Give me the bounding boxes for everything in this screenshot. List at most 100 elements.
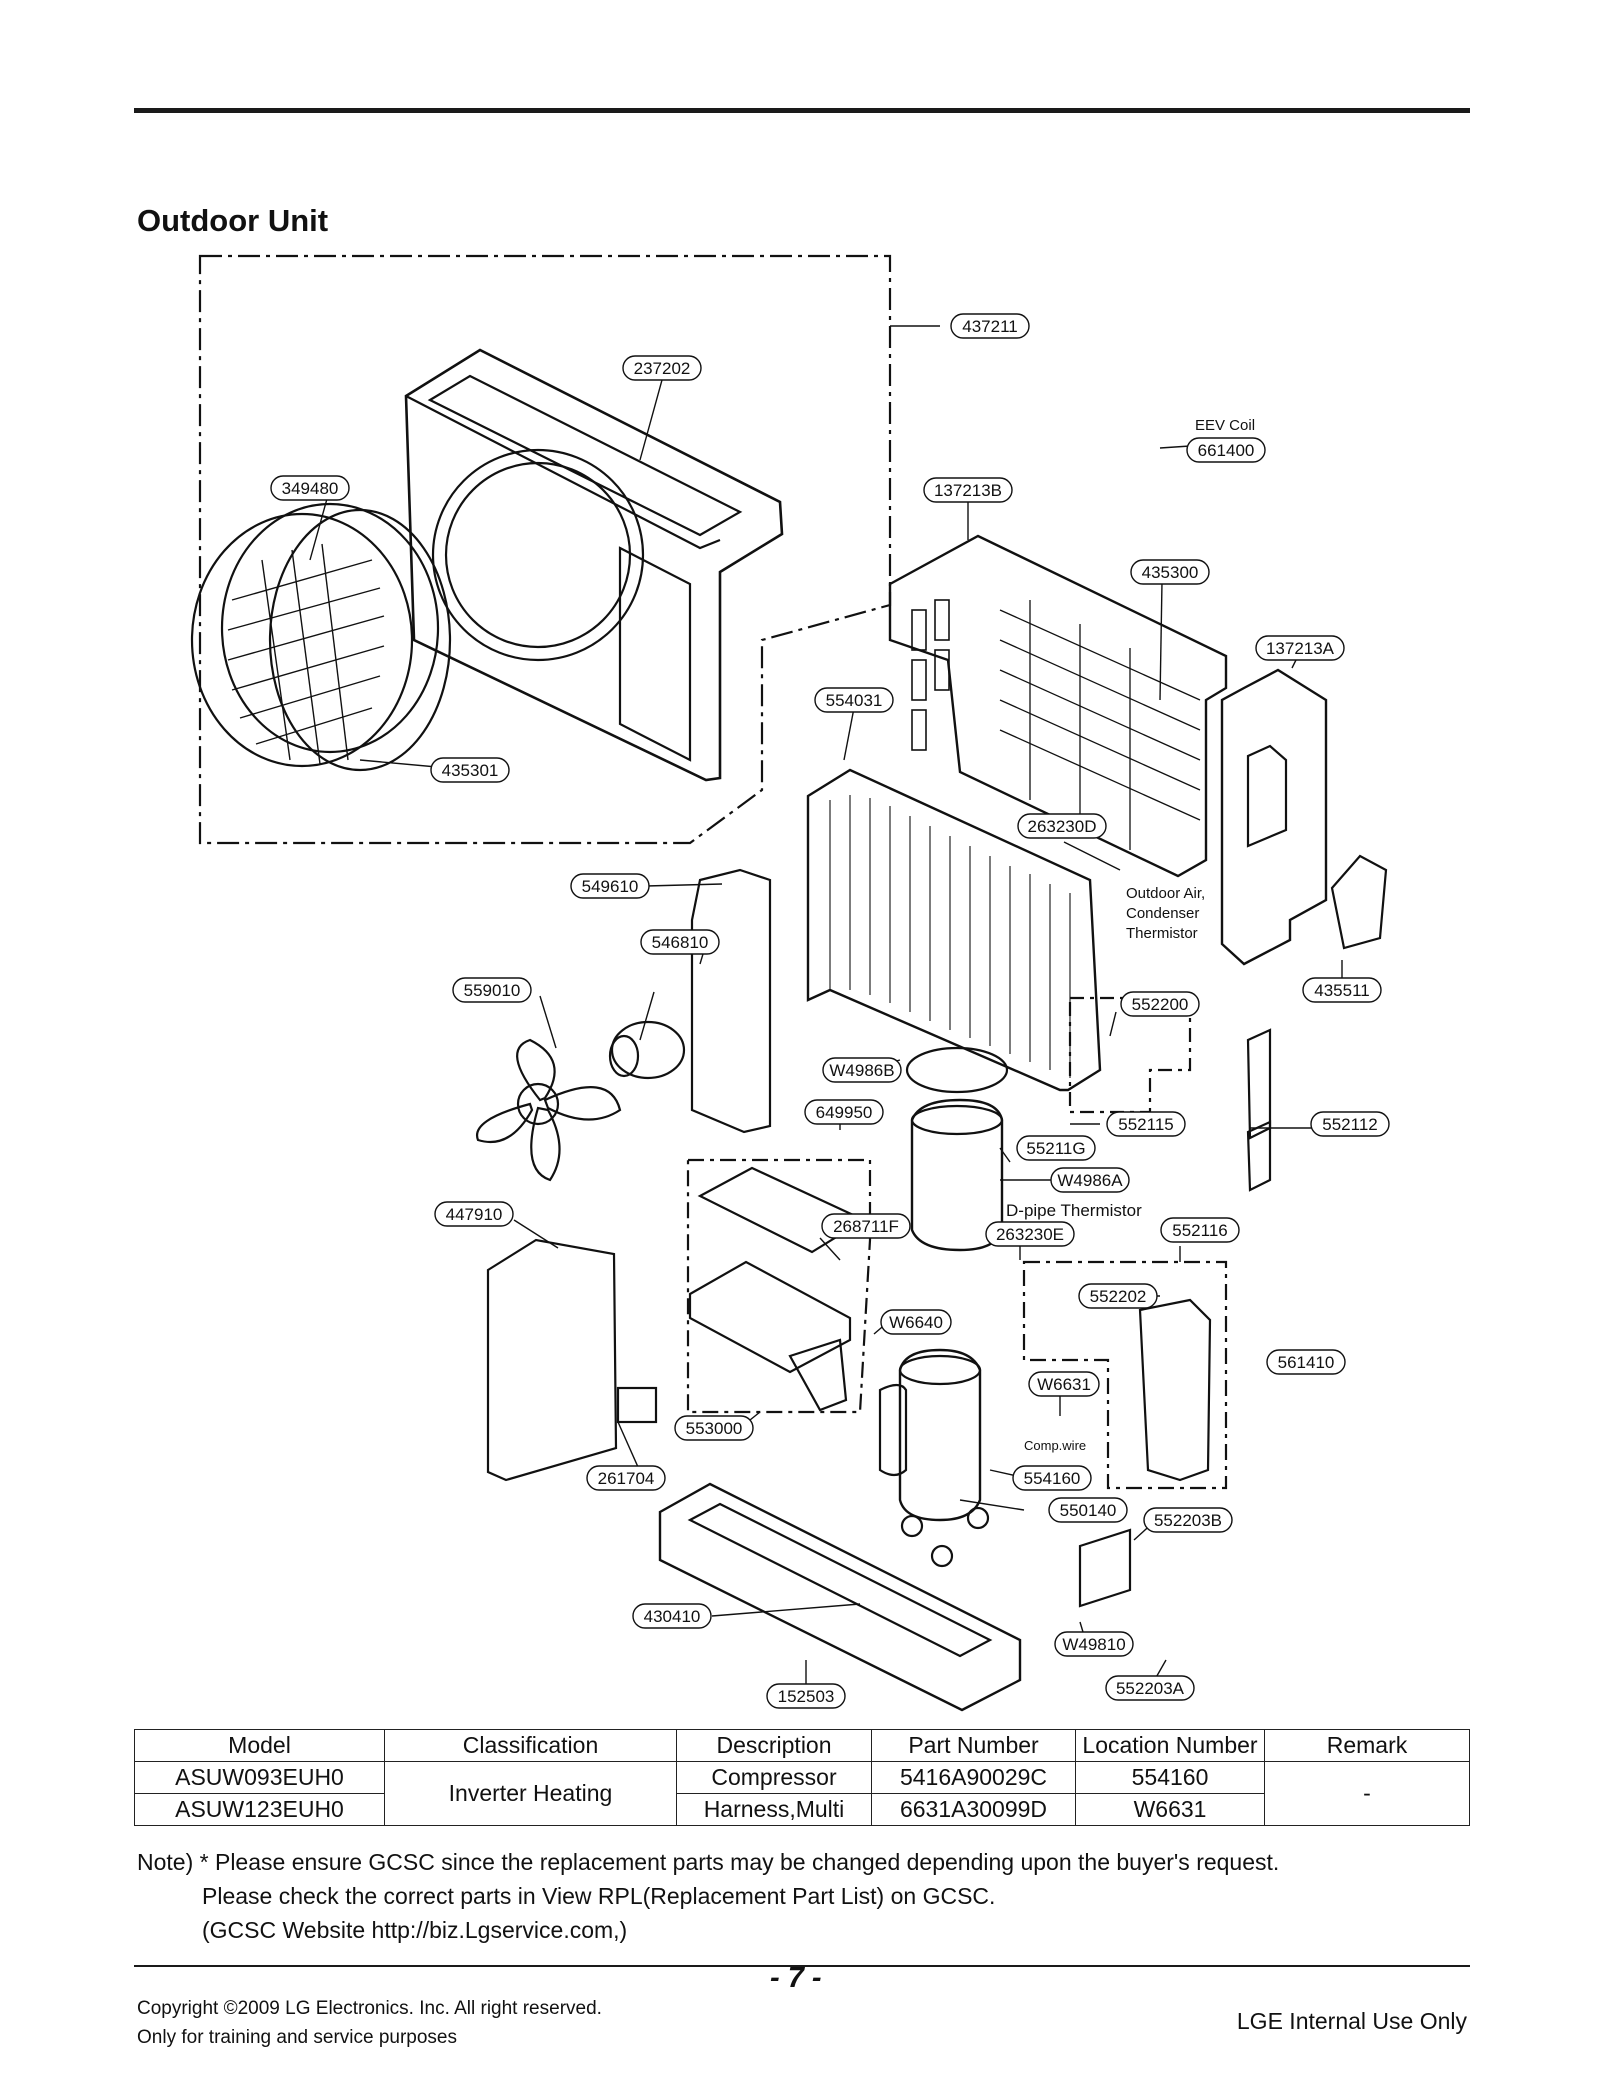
callout-label: 237202 [634,359,691,378]
thermistor-label-3: Thermistor [1126,925,1198,942]
callout-pill [923,477,1013,503]
callout-430410: 430410 [632,1603,712,1629]
callout-447910: 447910 [434,1201,514,1227]
callout-label: 552203A [1116,1679,1185,1698]
callout-label: 430410 [644,1607,701,1626]
callout-263230D: 263230D [1017,813,1107,839]
callout-561410: 561410 [1266,1349,1346,1375]
callout-label: 553000 [686,1419,743,1438]
callout-label: 549610 [582,877,639,896]
callout-pill [1255,635,1345,661]
callout-661400: 661400 [1186,437,1266,463]
callout-W6631: W6631 [1028,1371,1100,1397]
callout-pill [1028,1371,1100,1397]
comp-wire-label: Comp.wire [1024,1438,1086,1453]
exploded-parts-diagram: 437211 237202 349480 435301 137213B 661400 435… [190,254,1390,1712]
note-block: Note) * Please ensure GCSC since the rep… [137,1845,1279,1947]
note-line-2: Please check the correct parts in View R… [202,1883,996,1909]
callout-label: 554031 [826,691,883,710]
location-cell: W6631 [1075,1793,1265,1826]
callout-152503: 152503 [766,1683,846,1709]
callout-pill [1186,437,1266,463]
callout-437211: 437211 [950,313,1030,339]
callout-649950: 649950 [804,1099,884,1125]
note-line-3: (GCSC Website http://biz.Lgservice.com,) [202,1917,628,1943]
callout-pill [1016,1135,1096,1161]
callout-549610: 549610 [570,873,650,899]
note-line-1: Note) * Please ensure GCSC since the rep… [137,1849,1280,1875]
callout-pill [452,977,532,1003]
eev-coil-label: EEV Coil [1195,417,1255,434]
callout-label: 437211 [962,317,1017,336]
callout-label: W49810 [1062,1635,1125,1654]
section-title: Outdoor Unit [137,203,329,238]
callout-pill [1130,559,1210,585]
callout-pill [1310,1111,1390,1137]
model-cell: ASUW093EUH0 [134,1761,385,1794]
callout-pill [1017,813,1107,839]
page-number: - 7 - [770,1962,822,1994]
footer-copyright: Copyright ©2009 LG Electronics. Inc. All… [137,1994,602,2052]
callout-268711F: 268711F [821,1213,911,1239]
callout-554160: 554160 [1012,1465,1092,1491]
callout-pill [985,1221,1075,1247]
thermistor-label-2: Condenser [1126,905,1199,922]
callout-pill [1120,991,1200,1017]
callout-pill [1266,1349,1346,1375]
callout-pill [632,1603,712,1629]
callout-label: 554160 [1024,1469,1081,1488]
callout-pill [640,929,720,955]
table-row: ASUW093EUH0 Inverter Heating Compressor … [134,1761,1470,1826]
callout-261704: 261704 [586,1465,666,1491]
header-part-number: Part Number [871,1729,1076,1762]
callout-pill [434,1201,514,1227]
callout-label: 435301 [442,761,499,780]
callout-435511: 435511 [1302,977,1382,1003]
callout-pill [821,1213,911,1239]
callout-552203B: 552203B [1143,1507,1233,1533]
callout-559010: 559010 [452,977,532,1003]
table-row: ASUW123EUH0 Harness,Multi 6631A30099D W6… [134,1793,1470,1826]
callout-pill [570,873,650,899]
callout-553000: 553000 [674,1415,754,1441]
callout-W6640: W6640 [880,1309,952,1335]
callout-label: 561410 [1278,1353,1335,1372]
callout-pill [766,1683,846,1709]
callout-label: W6640 [889,1313,943,1332]
callout-W4986A: W4986A [1050,1167,1130,1193]
callout-label: 552116 [1172,1221,1227,1240]
callout-pill [674,1415,754,1441]
callout-552116: 552116 [1160,1217,1240,1243]
callout-label: 55211G [1026,1139,1085,1158]
callout-label: 661400 [1198,441,1255,460]
callout-label: 435511 [1314,981,1369,1000]
callout-label: 263230E [996,1225,1064,1244]
callout-pill [1050,1167,1130,1193]
callout-pill [622,355,702,381]
callout-pill [1143,1507,1233,1533]
internal-use-label: LGE Internal Use Only [1236,2008,1467,2034]
callout-label: 552112 [1322,1115,1377,1134]
callout-label: 152503 [778,1687,835,1706]
callout-label: 546810 [652,933,709,952]
callout-pill [814,687,894,713]
callout-554031: 554031 [814,687,894,713]
callout-label: 137213A [1266,639,1335,658]
remark-cell: - [1264,1761,1470,1826]
callout-label: W4986A [1057,1171,1123,1190]
callout-label: 447910 [446,1205,503,1224]
model-cell: ASUW123EUH0 [134,1793,385,1826]
callout-label: W6631 [1037,1375,1091,1394]
callout-552203A: 552203A [1105,1675,1195,1701]
callout-W4986B: W4986B [822,1057,902,1083]
purpose-text: Only for training and service purposes [137,2027,457,2048]
callout-label: 552202 [1090,1287,1147,1306]
callout-label: 649950 [816,1103,873,1122]
top-rule [134,108,1470,113]
callout-W49810: W49810 [1054,1631,1134,1657]
callout-pill [1012,1465,1092,1491]
callout-label: 137213B [934,481,1002,500]
callout-237202: 237202 [622,355,702,381]
callout-435300: 435300 [1130,559,1210,585]
callout-349480: 349480 [270,475,350,501]
